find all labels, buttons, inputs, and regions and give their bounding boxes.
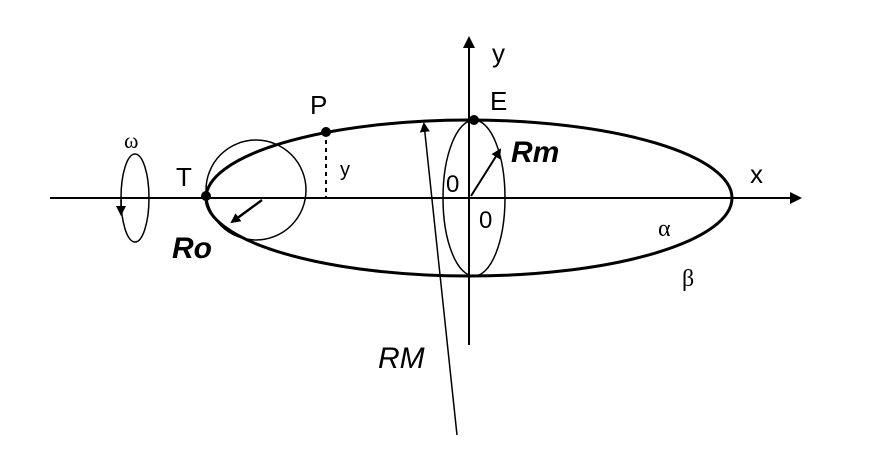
y-axis-label: y: [492, 38, 505, 68]
point-P-label: P: [310, 90, 327, 120]
rotation-ellipse: [120, 153, 150, 243]
x-axis-label: x: [750, 159, 763, 189]
Rm-label: Rm: [511, 136, 559, 169]
beta-label: β: [682, 266, 694, 292]
RM-label: RM: [378, 342, 425, 375]
Ro-radius-arrow: [230, 198, 263, 224]
RM-radius-line: [419, 122, 458, 436]
osculating-circle-T: [205, 139, 307, 241]
point-T-label: T: [176, 162, 192, 192]
origin-upper-label: 0: [446, 171, 459, 198]
small-y-label: y: [340, 159, 350, 181]
point-T-dot: [201, 191, 211, 201]
point-E-dot: [469, 115, 479, 125]
alpha-label: α: [658, 216, 671, 242]
point-P-dot: [321, 127, 331, 137]
Rm-radius-arrow: [470, 148, 502, 197]
Ro-label: Ro: [172, 232, 212, 265]
omega-label: ω: [124, 128, 138, 153]
origin-lower-label: 0: [479, 207, 492, 234]
point-E-label: E: [490, 86, 507, 116]
